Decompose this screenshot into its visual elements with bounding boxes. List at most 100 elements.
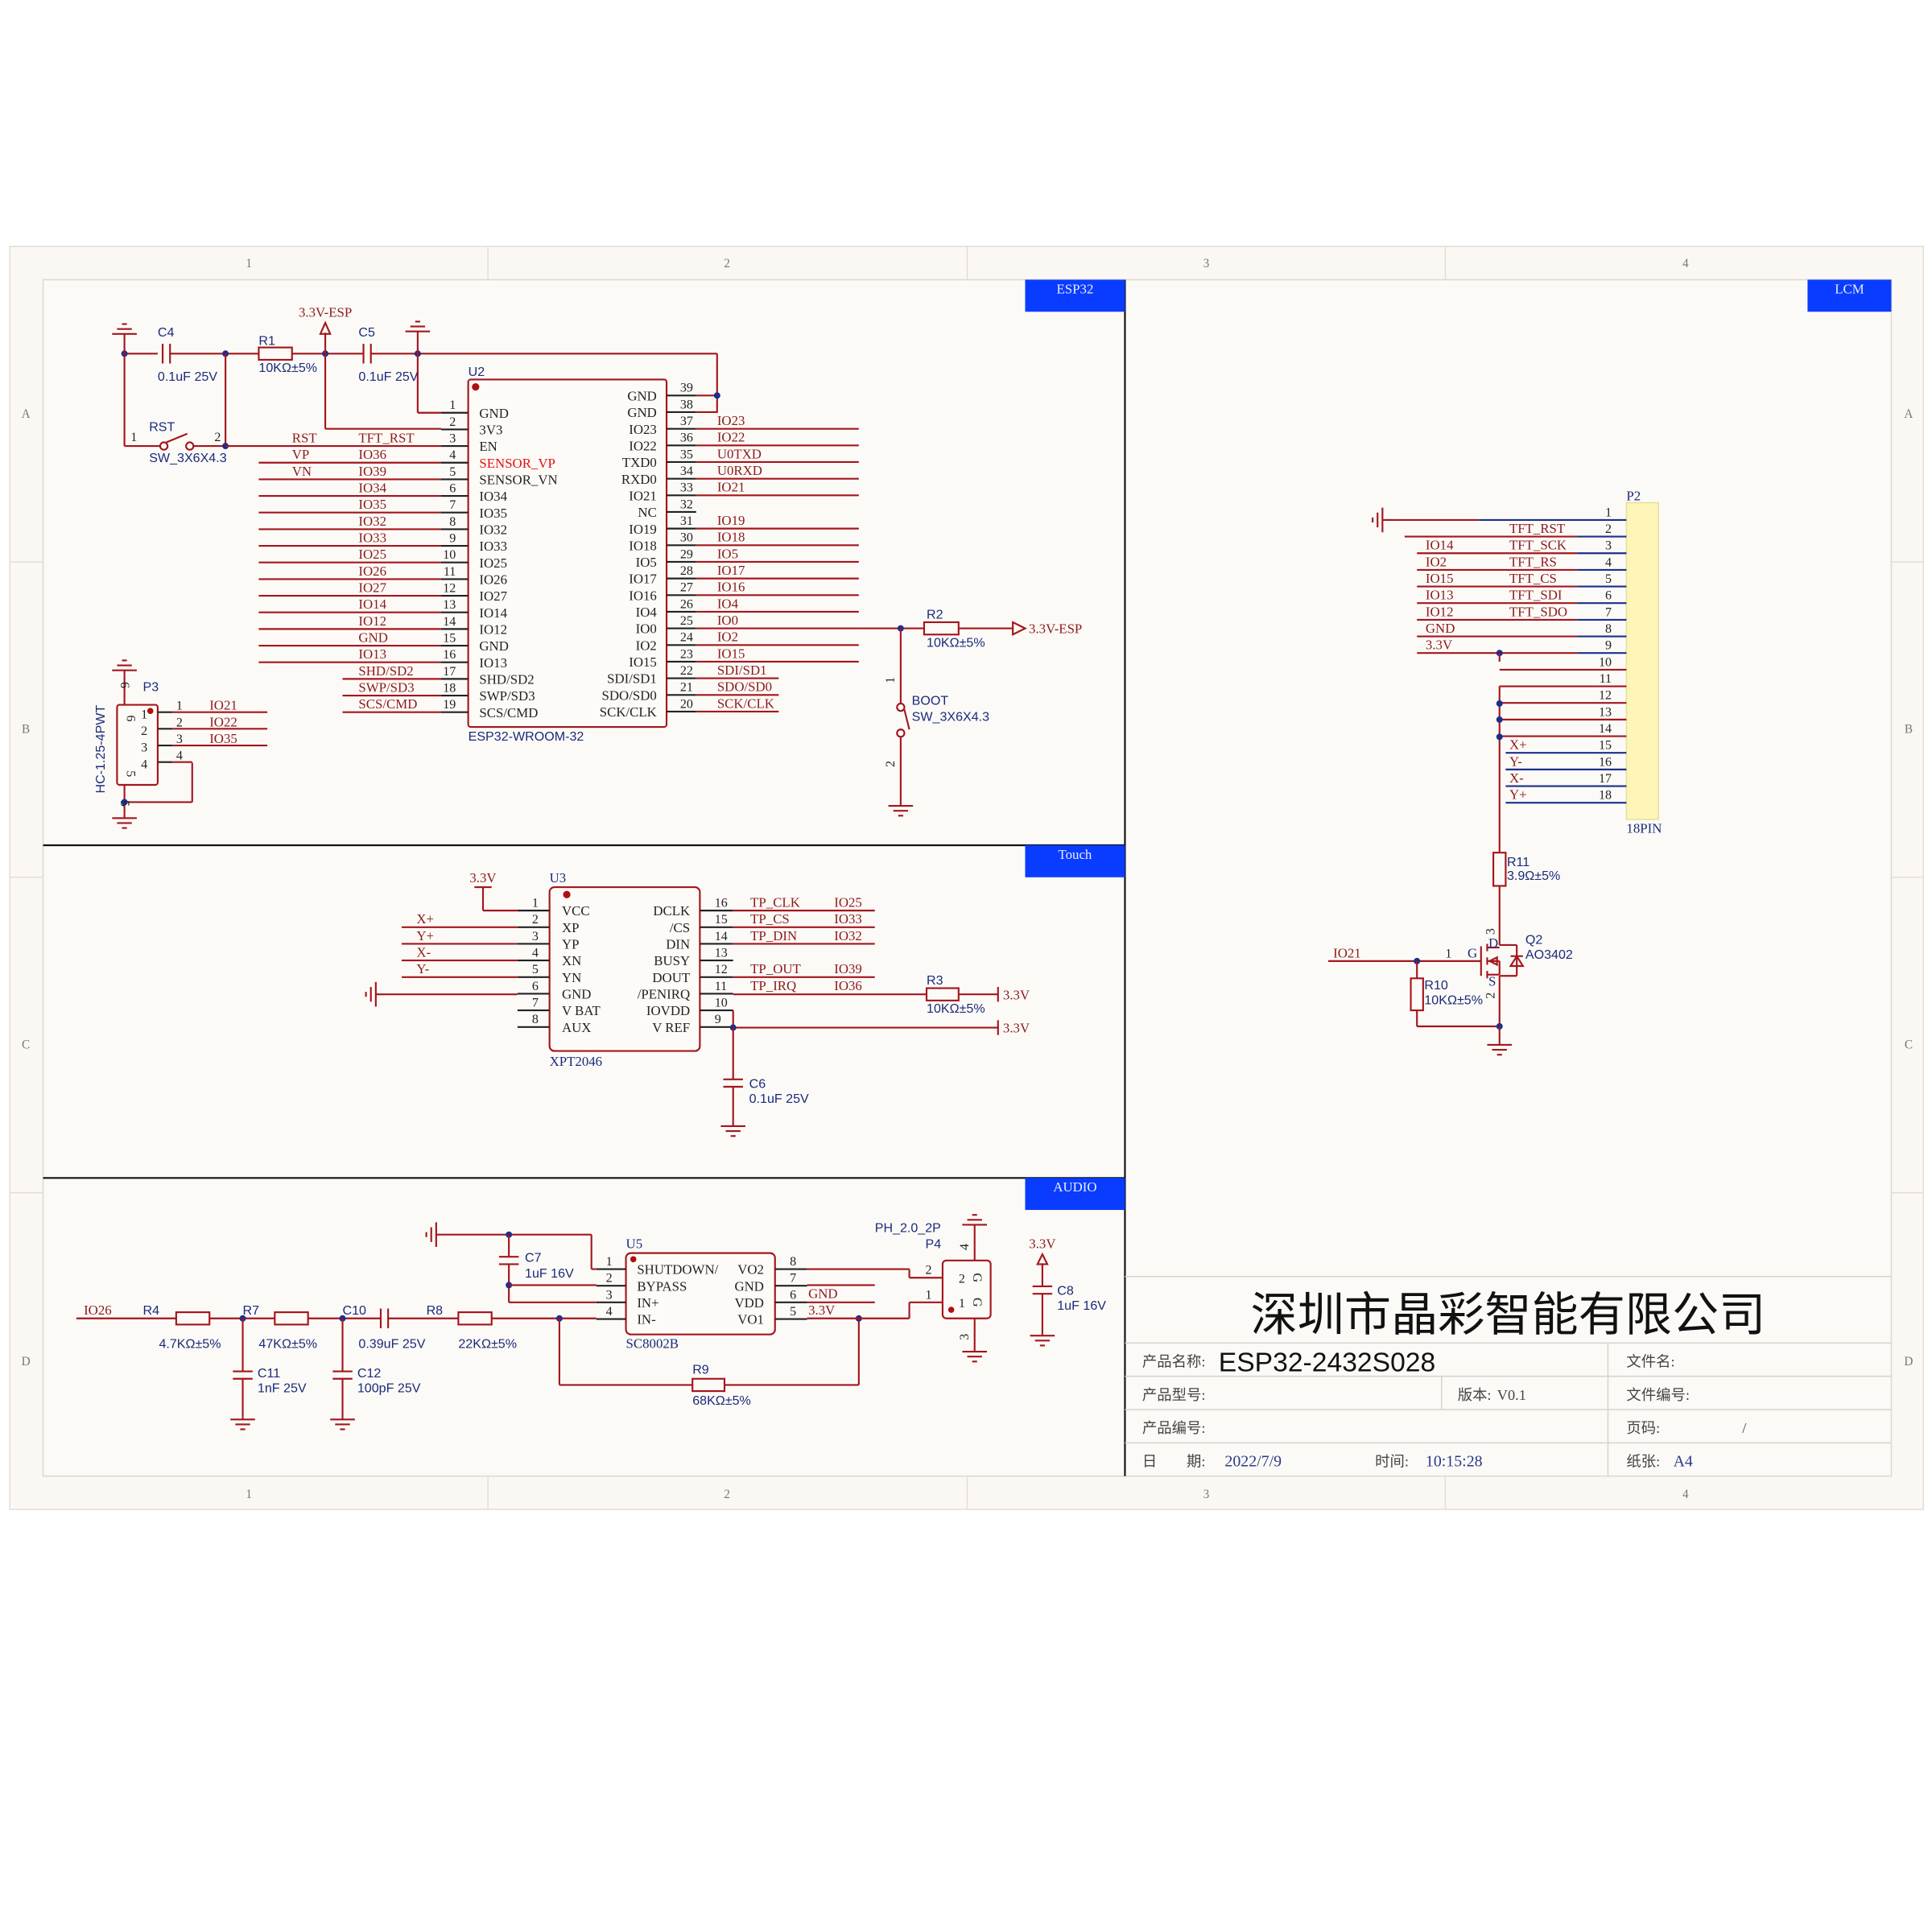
power-arrow-icon	[1012, 621, 1027, 636]
r7-value: 47KΩ±5%	[258, 1336, 317, 1351]
pin-number: 2	[925, 1264, 931, 1278]
pin-number: 2	[176, 716, 183, 729]
pin-name: XP	[562, 920, 580, 935]
power-net-label: 3.3V-ESP	[1029, 621, 1082, 637]
pin-number: 16	[715, 897, 728, 910]
pin-number: 1	[141, 708, 147, 721]
switch-contact	[159, 441, 169, 451]
pin1-marker	[563, 890, 571, 898]
pin-name: DCLK	[653, 903, 690, 919]
paper-value: A4	[1674, 1452, 1693, 1470]
net-label: TFT_SDI	[1509, 588, 1563, 603]
q2-ref: Q2	[1525, 932, 1542, 947]
p3-part-number: HC-1.25-4PWT	[93, 705, 108, 794]
pin-number: 12	[443, 581, 456, 595]
net-label: X-	[1509, 770, 1524, 786]
pin-number: 4	[532, 947, 539, 960]
net-label: TFT_CS	[1509, 571, 1557, 586]
power-arrow-icon	[319, 320, 332, 335]
pin-number: 23	[680, 647, 693, 661]
net-label: IO32	[358, 514, 386, 529]
pin-number: 8	[449, 515, 456, 529]
pin-number: 16	[443, 648, 456, 662]
pin-number: 5	[1605, 572, 1612, 586]
pin-number: 24	[680, 631, 693, 645]
pin-name: IO22	[629, 438, 657, 453]
pin-number: 16	[1599, 755, 1612, 769]
u3-ref: U3	[550, 870, 567, 886]
pin-number: 9	[715, 1013, 721, 1026]
net-label: GND	[358, 630, 387, 645]
pin-number: 7	[790, 1272, 796, 1286]
body-diode-icon	[1509, 954, 1525, 968]
pin-name: IO5	[636, 555, 657, 570]
junction-dot	[897, 625, 904, 632]
net-label: GND	[1426, 621, 1455, 636]
net-label: TP_DIN	[750, 928, 797, 943]
date-value: 2022/7/9	[1224, 1452, 1282, 1470]
pin-number: 3	[958, 1334, 972, 1340]
section-tab-esp32	[1025, 279, 1125, 312]
pin-name: V BAT	[562, 1003, 601, 1018]
pin-number: 22	[680, 664, 693, 678]
net-label: IO26	[358, 564, 386, 579]
pin-name: IO26	[479, 572, 507, 588]
pin-number: 14	[443, 615, 456, 629]
r9-value: 68KΩ±5%	[692, 1393, 751, 1408]
pin-number: 15	[715, 913, 728, 927]
pin-number: 18	[1599, 789, 1612, 803]
power-net-label: 3.3V	[1003, 1021, 1030, 1036]
pin-number: 1	[176, 700, 183, 713]
p2-ref: P2	[1626, 488, 1641, 503]
pin-name: VO2	[737, 1262, 764, 1278]
pin-number: 7	[1605, 605, 1612, 619]
switch-lever	[166, 432, 188, 444]
pin-number: 4	[606, 1305, 613, 1319]
esp32-module-u2	[467, 378, 668, 729]
pin-number: 33	[680, 481, 693, 495]
c5-ref: C5	[358, 325, 375, 340]
pin-name: SCS/CMD	[479, 705, 538, 720]
page-value: /	[1742, 1420, 1747, 1436]
net-label: IO17	[717, 563, 745, 578]
junction-dot	[713, 392, 720, 399]
net-label: IO27	[358, 580, 386, 595]
section-tab-touch	[1025, 845, 1125, 877]
section-tab-audio-label: AUDIO	[1053, 1179, 1096, 1195]
power-net-label: 3.3V-ESP	[299, 304, 352, 320]
pin-number: 12	[1599, 689, 1612, 703]
pin-name: SHD/SD2	[479, 671, 534, 687]
c6-value: 0.1uF 25V	[749, 1092, 809, 1106]
pin1-marker	[630, 1256, 637, 1263]
net-label: IO22	[209, 714, 237, 729]
pin-name: GND	[479, 638, 508, 654]
pin-number: 1	[959, 1297, 965, 1311]
net-label: IO14	[358, 597, 386, 612]
net-label: TFT_SCK	[1509, 538, 1567, 553]
pin-name: GND	[562, 987, 591, 1002]
power-net-label: 3.3V	[469, 870, 496, 886]
pin-number: 13	[715, 947, 728, 960]
pin-name: EN	[479, 439, 497, 454]
pin-name: RXD0	[621, 472, 657, 487]
pin-number: 3	[141, 741, 147, 755]
pin-number: 3	[1605, 539, 1612, 553]
pin-number: 9	[449, 531, 456, 545]
pin-number: 2	[1484, 993, 1498, 999]
net-label: IO22	[717, 430, 745, 445]
pin-name: SDI/SD1	[607, 671, 657, 687]
net-label: IO34	[358, 480, 386, 495]
c11-ref: C11	[258, 1366, 280, 1381]
section-tab-touch-label: Touch	[1059, 847, 1092, 862]
junction-dot	[1496, 716, 1503, 723]
net-label: IO14	[1426, 538, 1454, 553]
pin-number: 8	[532, 1013, 539, 1026]
net-label: IO19	[717, 513, 745, 528]
net-label: IO18	[717, 530, 745, 545]
pin-number: 32	[680, 497, 693, 511]
pin-number: 12	[715, 963, 728, 976]
drain-label: D	[1488, 935, 1498, 951]
pin-number: 26	[680, 597, 693, 611]
file-number-label: 文件编号:	[1626, 1387, 1690, 1403]
pin-number: 6	[790, 1288, 796, 1302]
